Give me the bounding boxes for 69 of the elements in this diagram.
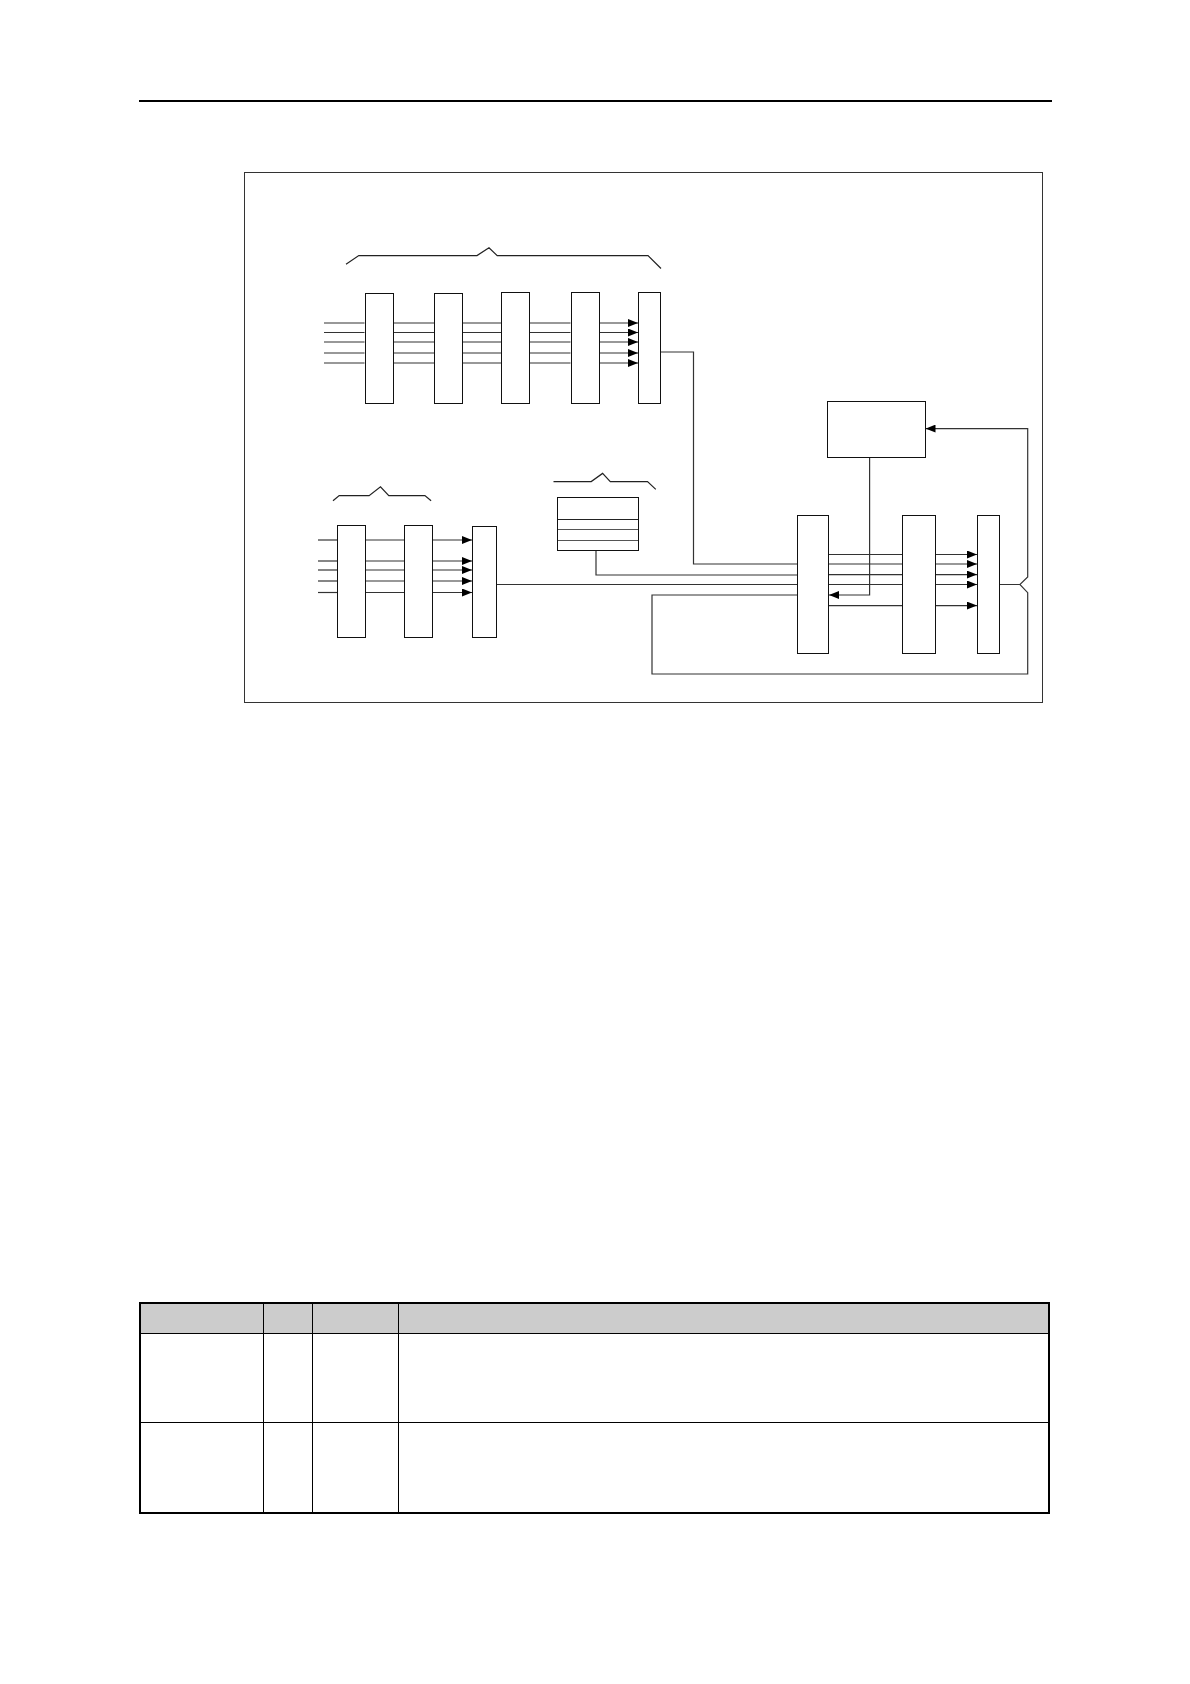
connector-line	[364, 539, 405, 541]
connector-line	[462, 331, 502, 334]
connector-line	[462, 352, 502, 354]
vertical-bar	[902, 515, 936, 654]
connector-line	[462, 341, 502, 343]
connector-line	[828, 605, 903, 607]
arrow	[432, 588, 473, 597]
vertical-bar	[638, 292, 661, 404]
arrow	[432, 577, 473, 585]
arrow	[924, 424, 1029, 586]
connector-line	[651, 583, 1029, 675]
vertical-bar	[404, 525, 433, 638]
connector-line	[392, 352, 435, 354]
connector-line	[364, 580, 405, 582]
connector-line	[317, 591, 338, 594]
arrow	[598, 349, 639, 357]
connector-line	[317, 580, 338, 582]
connector-line	[364, 591, 405, 594]
connector-line	[317, 569, 338, 571]
arrow	[935, 580, 978, 589]
vertical-bar	[364, 293, 394, 404]
vertical-bar	[570, 292, 600, 404]
connector-line	[828, 583, 903, 586]
connector-line	[364, 569, 405, 571]
connector-line	[828, 553, 903, 556]
connector-line	[323, 362, 366, 364]
arrow	[598, 338, 639, 346]
arrow	[598, 359, 639, 367]
connector-line	[828, 574, 903, 576]
connector-line	[392, 331, 435, 334]
connector-line	[392, 341, 435, 343]
connector-line	[392, 322, 435, 324]
connector-line	[462, 362, 502, 364]
arrow	[828, 457, 871, 599]
vertical-bar	[977, 515, 1000, 654]
arrow	[432, 536, 473, 544]
connector-line	[317, 560, 338, 562]
vertical-bar	[501, 292, 530, 404]
stacked-block	[557, 497, 639, 551]
arrow	[935, 601, 978, 610]
arrow	[935, 560, 978, 568]
connector-line	[529, 341, 572, 343]
connector-line	[595, 550, 798, 576]
connector-line	[529, 322, 572, 324]
connector-line	[323, 322, 366, 324]
connector-line	[392, 362, 435, 364]
arrow	[935, 570, 978, 579]
connector-line	[364, 560, 405, 562]
connector-line	[529, 362, 572, 364]
connector-line	[462, 322, 502, 324]
connector-line	[529, 352, 572, 354]
arrow	[432, 557, 473, 565]
vertical-bar	[434, 293, 463, 404]
connector-line	[323, 341, 366, 343]
connector-line	[828, 563, 903, 565]
vertical-bar	[472, 526, 497, 638]
connector-line	[659, 351, 798, 565]
arrow	[598, 328, 639, 337]
connector-line	[317, 539, 338, 541]
arrow	[432, 566, 473, 574]
arrow	[935, 550, 978, 559]
connector-line	[323, 331, 366, 334]
arrow	[598, 319, 639, 327]
connector-line	[323, 352, 366, 354]
connector-line	[496, 583, 798, 586]
connector-line	[529, 331, 572, 334]
vertical-bar	[797, 515, 829, 654]
vertical-bar	[337, 525, 366, 638]
rect-block	[827, 401, 926, 458]
